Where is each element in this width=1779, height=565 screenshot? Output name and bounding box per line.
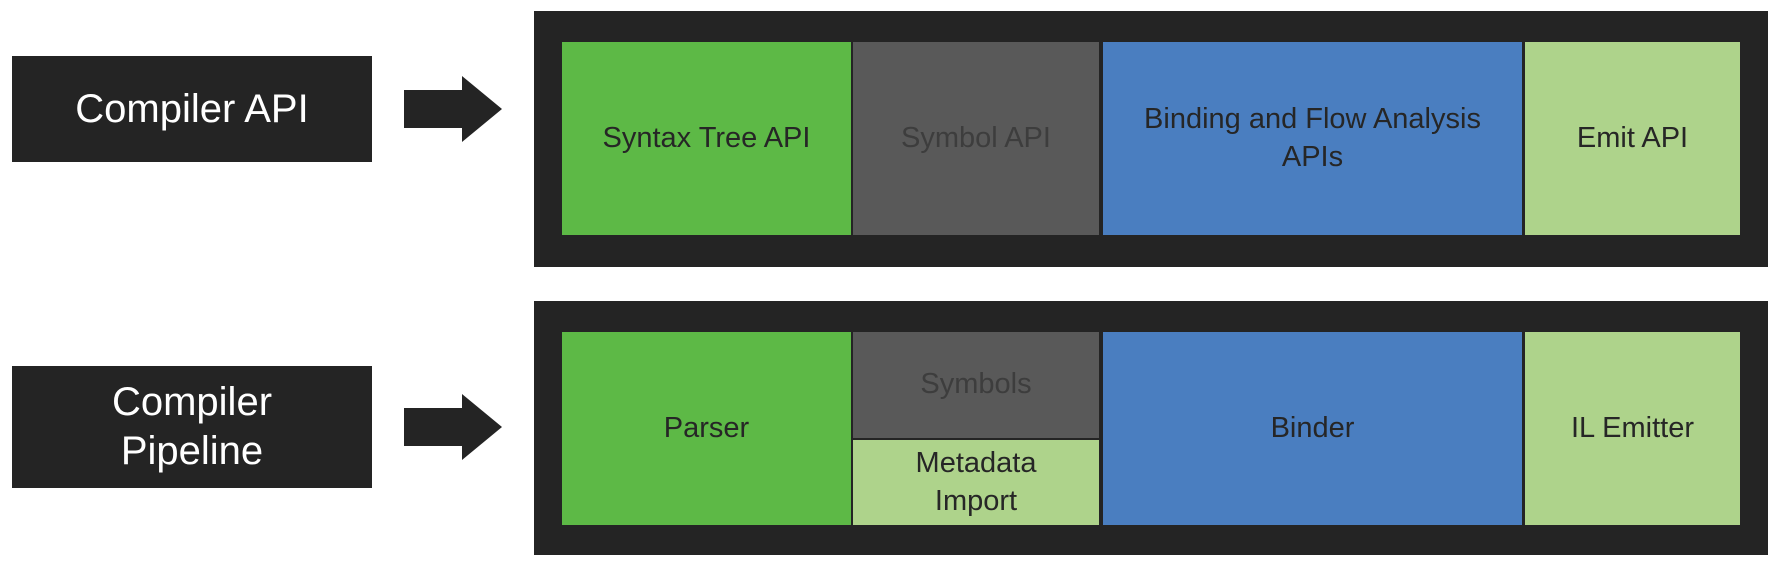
right-block-arrow-icon [404, 394, 502, 460]
arrow-shape [404, 76, 502, 142]
segment-binding-flow-analysis-apis: Binding and Flow Analysis APIs [1103, 42, 1522, 235]
segment-binder: Binder [1103, 332, 1522, 525]
segment-il-emitter: IL Emitter [1525, 332, 1740, 525]
compiler-api-label-box: Compiler API [12, 56, 372, 162]
segment-symbols: Symbols [853, 332, 1099, 438]
segment-parser: Parser [562, 332, 851, 525]
compiler-api-frame: Syntax Tree API Symbol API Binding and F… [534, 11, 1768, 267]
compiler-api-label-text: Compiler API [75, 86, 309, 131]
arrow-shape [404, 394, 502, 460]
compiler-pipeline-frame: Parser Symbols Metadata Import Binder IL… [534, 301, 1768, 555]
compiler-pipeline-label-box: Compiler Pipeline [12, 366, 372, 488]
segment-metadata-import: Metadata Import [853, 440, 1099, 525]
segment-syntax-tree-api: Syntax Tree API [562, 42, 851, 235]
right-block-arrow-icon [404, 76, 502, 142]
segment-symbol-api: Symbol API [853, 42, 1099, 235]
compiler-pipeline-label-text: Compiler Pipeline [111, 380, 273, 473]
segment-emit-api: Emit API [1525, 42, 1740, 235]
